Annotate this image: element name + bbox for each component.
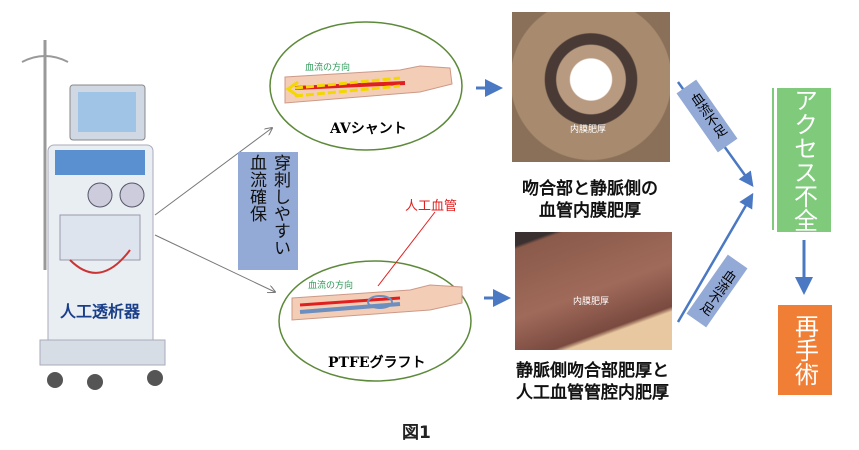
artificial-vessel-pointer xyxy=(377,211,436,287)
caption-line: 人工血管管腔内肥厚 xyxy=(516,383,669,403)
caption-line: 血管内膜肥厚 xyxy=(539,201,641,221)
line-to-av-shunt xyxy=(154,128,272,216)
photo-bottom-overlay: 内膜肥厚 xyxy=(573,297,610,307)
av-shunt-title: AVシャント xyxy=(330,121,407,137)
arrow-bottom-to-access-failure xyxy=(676,192,754,323)
machine-label: 人工透析器 xyxy=(60,302,141,321)
puncture-box: 穿刺しやすい血流確保 xyxy=(238,152,298,270)
av-flow-label: 血流の方向 xyxy=(305,63,351,73)
reoperation-box: 再手術 xyxy=(778,305,832,395)
caption-line: 静脈側吻合部肥厚と xyxy=(516,361,669,381)
ptfe-arm-illustration xyxy=(291,284,463,321)
access-failure-box: アクセス不全 xyxy=(777,88,831,232)
photo-top-histology: 内膜肥厚 xyxy=(512,12,670,162)
ptfe-flow-label: 血流の方向 xyxy=(308,281,354,291)
line-to-ptfe xyxy=(154,234,275,292)
av-shunt-arm-illustration xyxy=(284,65,453,104)
figure-label: 図1 xyxy=(402,423,431,443)
photo-top-caption: 吻合部と静脈側の血管内膜肥厚 xyxy=(505,178,675,222)
photo-bottom-caption: 静脈側吻合部肥厚と人工血管管腔内肥厚 xyxy=(500,360,685,404)
photo-bottom-histology: 内膜肥厚 xyxy=(515,232,672,350)
artificial-vessel-label: 人工血管 xyxy=(405,199,458,214)
ptfe-title: PTFEグラフト xyxy=(328,355,426,371)
dialysis-machine-image xyxy=(21,40,166,390)
photo-top-overlay: 内膜肥厚 xyxy=(570,125,607,135)
caption-line: 吻合部と静脈側の xyxy=(522,179,658,199)
